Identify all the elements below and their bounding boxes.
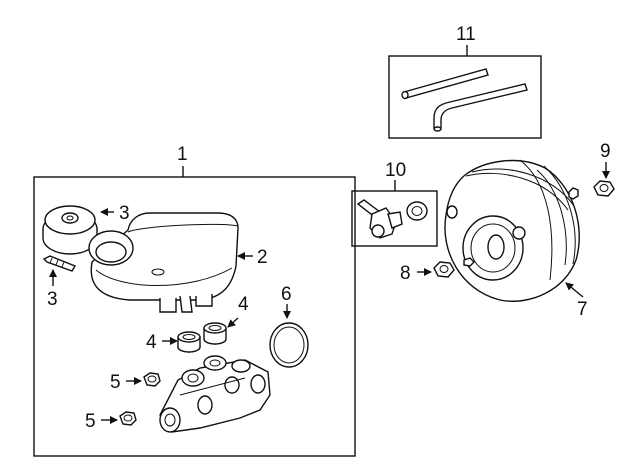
callout-2: 2	[257, 247, 268, 268]
o-ring-seal-icon	[269, 322, 309, 368]
master-cylinder-icon	[159, 355, 271, 433]
grommet-icon	[177, 331, 201, 353]
check-valve-icon	[356, 199, 428, 239]
nut-icon	[433, 261, 455, 278]
master-cylinder-group-box	[33, 176, 356, 457]
vacuum-hose-icon	[401, 68, 528, 132]
reservoir-cap-icon	[42, 205, 98, 255]
callout-4a: 4	[238, 294, 249, 315]
callout-7: 7	[577, 299, 588, 320]
callout-4b: 4	[146, 332, 157, 353]
brake-fluid-reservoir-icon	[88, 212, 239, 313]
nut-icon	[119, 411, 137, 426]
callout-11: 11	[456, 24, 476, 45]
fluid-level-sensor-icon	[42, 255, 77, 272]
callout-8: 8	[400, 263, 411, 284]
callout-1: 1	[177, 144, 188, 165]
nut-icon	[143, 372, 161, 387]
callout-9: 9	[600, 141, 611, 162]
callout-6: 6	[281, 284, 292, 305]
callout-3b: 3	[47, 289, 58, 310]
brake-booster-icon	[444, 159, 580, 302]
callout-4a-leader	[227, 317, 239, 328]
callout-5a: 5	[110, 372, 121, 393]
callout-7-leader	[565, 282, 584, 298]
callout-3a: 3	[119, 203, 130, 224]
grommet-icon	[203, 322, 227, 345]
nut-icon	[593, 180, 615, 197]
callout-10: 10	[385, 160, 406, 181]
callout-5b: 5	[85, 411, 96, 432]
vacuum-hose-group-box	[388, 55, 542, 139]
